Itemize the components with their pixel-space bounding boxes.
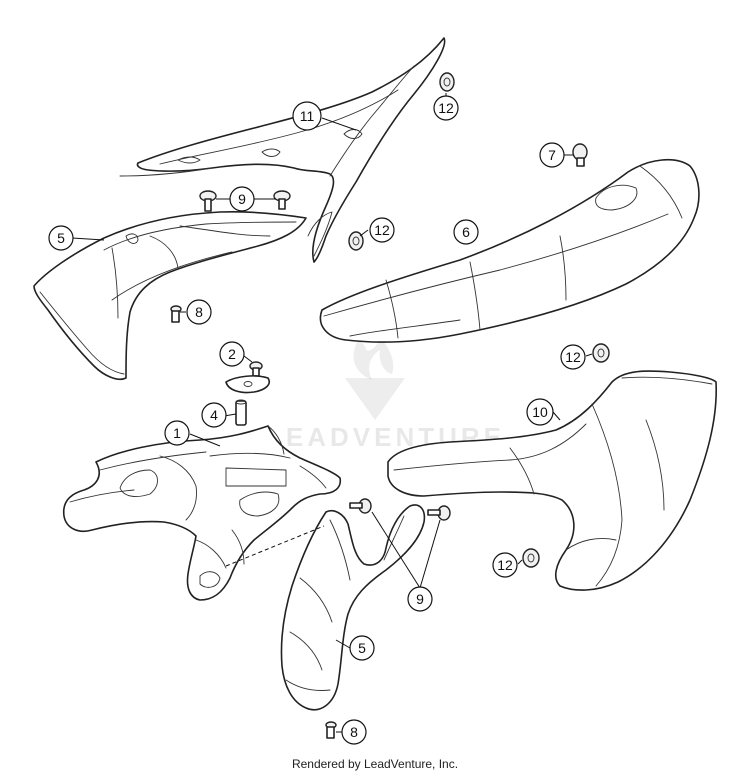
callout-7: 7 bbox=[539, 142, 565, 168]
part-12-nut-lower bbox=[522, 548, 540, 568]
callout-12-middle: 12 bbox=[369, 217, 395, 243]
part-7-seat-bolt bbox=[572, 143, 588, 167]
leader-lines bbox=[71, 93, 593, 733]
part-11-rear-cover bbox=[119, 37, 446, 263]
part-4-spacer bbox=[235, 399, 247, 426]
callout-8-upper-label: 8 bbox=[195, 304, 203, 320]
callout-5-lower: 5 bbox=[349, 635, 375, 661]
part-1-airbox bbox=[62, 425, 342, 601]
callout-1-label: 1 bbox=[173, 425, 181, 441]
watermark: LEADVENTURE bbox=[266, 338, 501, 452]
callout-2: 2 bbox=[219, 341, 245, 367]
part-2-plate bbox=[225, 375, 270, 394]
callout-7-label: 7 bbox=[548, 147, 556, 163]
callout-8-lower-label: 8 bbox=[350, 724, 358, 740]
callout-9-top-label: 9 bbox=[238, 191, 246, 207]
callout-5-upper-label: 5 bbox=[57, 230, 65, 246]
part-9-screw-left bbox=[199, 190, 217, 212]
callout-4: 4 bbox=[201, 402, 227, 428]
callout-9-lower: 9 bbox=[407, 586, 433, 612]
callout-12-lower: 12 bbox=[492, 552, 518, 578]
part-5-lower-side-cover bbox=[280, 504, 426, 711]
callout-9-lower-label: 9 bbox=[416, 591, 424, 607]
callout-11-label: 11 bbox=[300, 108, 315, 124]
callout-2-label: 2 bbox=[228, 346, 236, 362]
callout-6-label: 6 bbox=[462, 224, 470, 240]
callout-8-lower: 8 bbox=[341, 719, 367, 745]
part-8-screw-upper bbox=[170, 305, 182, 323]
callout-10: 10 bbox=[526, 398, 554, 426]
callout-5-lower-label: 5 bbox=[358, 640, 366, 656]
part-10-right-side-cover bbox=[387, 370, 718, 591]
part-12-nut-right bbox=[592, 343, 610, 363]
part-5-left-side-cover bbox=[33, 211, 307, 381]
callout-12-lower-label: 12 bbox=[497, 557, 513, 573]
footer-credit: Rendered by LeadVenture, Inc. bbox=[291, 757, 459, 771]
callout-12-top-label: 12 bbox=[438, 100, 454, 116]
callout-11: 11 bbox=[292, 101, 322, 131]
part-9-screw-lower-right bbox=[427, 505, 451, 521]
part-6-seat bbox=[319, 158, 700, 343]
part-12-nut-middle bbox=[348, 231, 364, 251]
part-2-bolt bbox=[249, 361, 263, 377]
callout-5-upper: 5 bbox=[48, 225, 74, 251]
callout-12-right-label: 12 bbox=[565, 349, 581, 365]
callout-12-top: 12 bbox=[433, 95, 459, 121]
part-9-screw-lower-left bbox=[349, 498, 372, 514]
callout-6: 6 bbox=[453, 219, 479, 245]
callout-12-middle-label: 12 bbox=[374, 222, 390, 238]
callout-9-top: 9 bbox=[229, 186, 255, 212]
callout-12-right: 12 bbox=[560, 344, 586, 370]
part-12-nut-top bbox=[439, 72, 455, 92]
part-8-screw-lower bbox=[325, 721, 337, 739]
callout-4-label: 4 bbox=[210, 407, 218, 423]
callout-1: 1 bbox=[164, 420, 190, 446]
part-9-screw-right bbox=[273, 190, 291, 210]
callout-10-label: 10 bbox=[532, 404, 548, 420]
callout-8-upper: 8 bbox=[186, 299, 212, 325]
